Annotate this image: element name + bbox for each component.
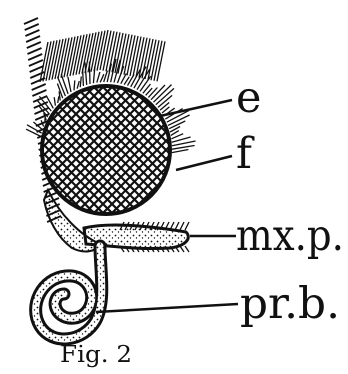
label-f: f [236, 129, 255, 179]
figure-caption: Fig. 2 [60, 342, 132, 368]
label-prb: pr.b. [240, 279, 340, 329]
leader-line-prb [96, 304, 238, 312]
label-e: e [236, 73, 261, 123]
proboscis-coil [36, 246, 102, 339]
label-mxp: mx.p. [236, 211, 344, 261]
leader-line-f [176, 156, 232, 170]
